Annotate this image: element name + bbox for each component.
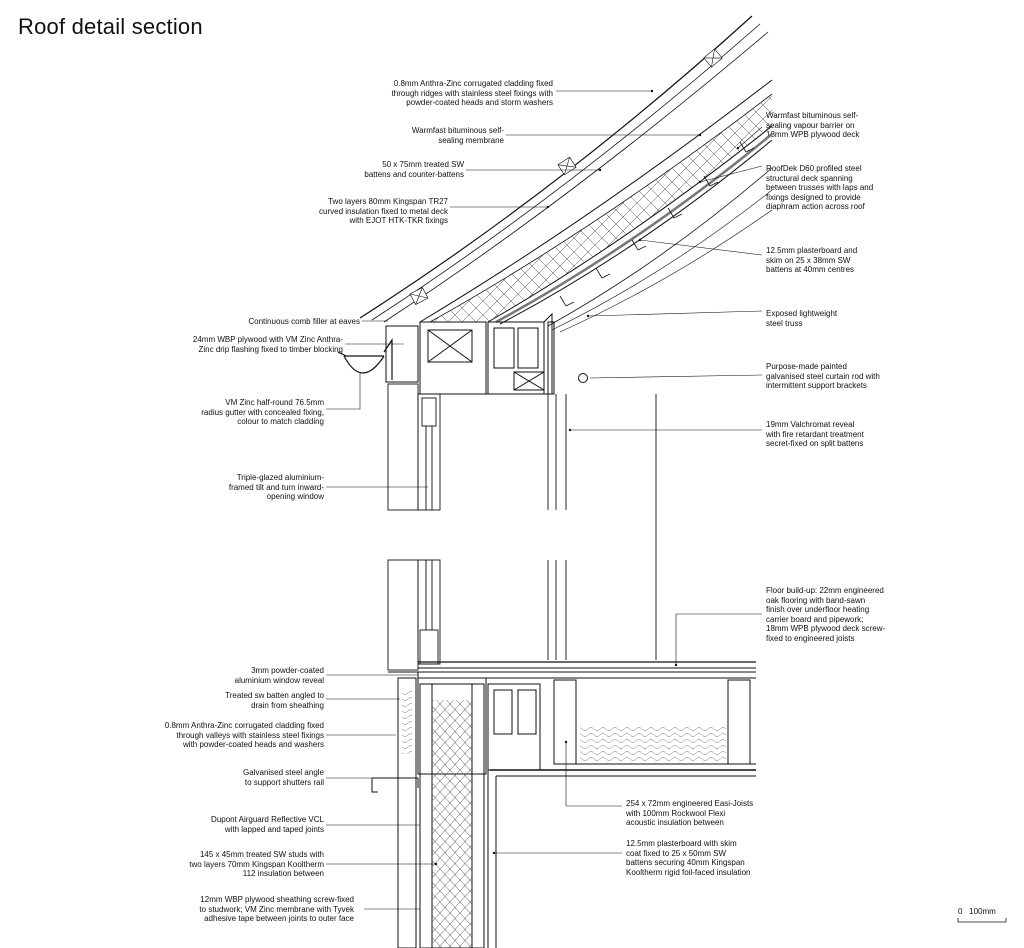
label-gutter: VM Zinc half-round 76.5mm radius gutter … (201, 398, 324, 427)
eaves-timber-blocking (385, 312, 555, 395)
label-plasterboard-wall: 12.5mm plasterboard with skim coat fixed… (626, 839, 751, 877)
label-curved-insulation: Two layers 80mm Kingspan TR27 curved ins… (319, 197, 448, 226)
leader-lines (326, 90, 763, 910)
label-plasterboard-ceiling: 12.5mm plasterboard and skim on 25 x 38m… (766, 246, 858, 275)
roof-deck-profile (559, 141, 755, 307)
label-steel-deck: RoofDek D60 profiled steel structural de… (766, 164, 874, 212)
label-valchromat-reveal: 19mm Valchromat reveal with fire retarda… (766, 420, 864, 449)
label-treated-batten: Treated sw batten angled to drain from s… (225, 691, 324, 710)
label-comb-filler: Continuous comb filler at eaves (248, 317, 360, 326)
label-vapour-barrier: Warmfast bituminous self- sealing vapour… (766, 111, 860, 140)
window-frame-upper (387, 383, 657, 660)
acoustic-insulation (580, 726, 726, 762)
page-title: Roof detail section (18, 14, 203, 39)
gutter (337, 338, 393, 380)
label-self-sealing-membrane: Warmfast bituminous self- sealing membra… (411, 126, 504, 145)
window-frame-lower (387, 559, 567, 671)
label-drip-flashing: 24mm WBP plywood with VM Zinc Anthra- Zi… (192, 335, 343, 354)
floor-build-up (417, 661, 756, 775)
stud-insulation (432, 700, 472, 948)
label-battens: 50 x 75mm treated SW battens and counter… (364, 160, 464, 179)
wall-build-up (371, 671, 756, 948)
label-curtain-rod: Purpose-made painted galvanised steel cu… (766, 362, 880, 391)
label-sheathing: 12mm WBP plywood sheathing screw-fixed t… (199, 895, 354, 924)
roof-battens (409, 48, 723, 305)
label-vcl: Dupont Airguard Reflective VCL with lapp… (211, 815, 324, 834)
label-steel-truss: Exposed lightweight steel truss (766, 309, 838, 328)
scale-bar-label: 0 100mm (958, 907, 996, 916)
leader-dots (434, 89, 740, 866)
label-corrugated-cladding-wall: 0.8mm Anthra-Zinc corrugated cladding fi… (164, 721, 324, 750)
label-window-reveal: 3mm powder-coated aluminium window revea… (234, 666, 324, 685)
label-floor-buildup: Floor build-up: 22mm engineered oak floo… (766, 586, 886, 643)
label-window: Triple-glazed aluminium- framed tilt and… (228, 473, 324, 502)
label-studs: 145 x 45mm treated SW studs with two lay… (189, 850, 324, 879)
label-corrugated-cladding-roof: 0.8mm Anthra-Zinc corrugated cladding fi… (391, 79, 553, 108)
scale-bar (957, 918, 1007, 923)
label-steel-angle: Galvanised steel angle to support shutte… (243, 768, 324, 787)
roof-build-up (359, 15, 773, 333)
label-easi-joists: 254 x 72mm engineered Easi-Joists with 1… (626, 799, 754, 828)
curtain-rod-icon (578, 373, 588, 383)
